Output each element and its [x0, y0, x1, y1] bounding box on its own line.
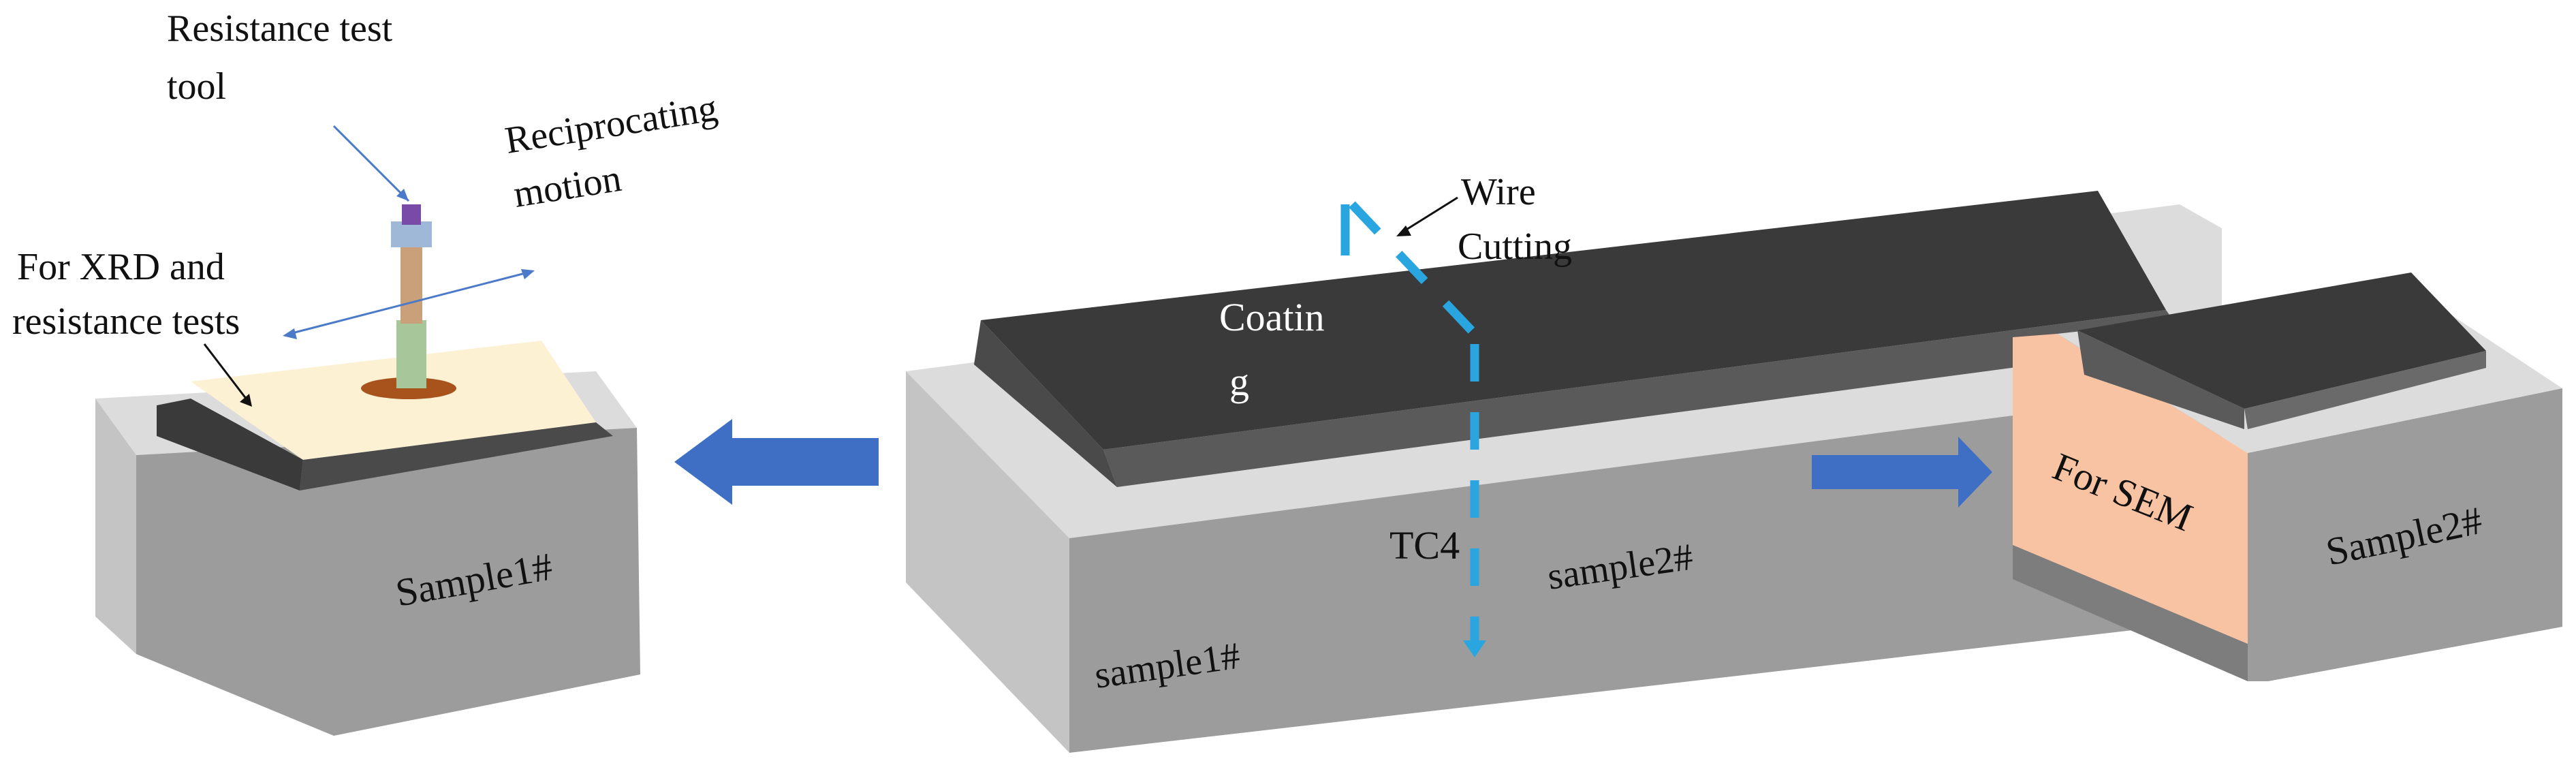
sample2-sem-face-upper [2013, 334, 2248, 463]
sample2-front-face [2248, 388, 2562, 681]
xrd-pointer-arrowhead [240, 394, 252, 407]
wire-cut-diagonal [1349, 201, 1478, 337]
wire-pointer-line [1402, 196, 1458, 233]
wire-pointer [1396, 196, 1458, 236]
sample1-block [95, 341, 640, 736]
sample1-left-face [95, 399, 136, 654]
wire-cut-arrowhead [1463, 640, 1486, 657]
sample2-coating-side [2077, 330, 2244, 429]
tool-collar [391, 221, 432, 247]
xrd-label-line2: resistance tests [12, 300, 240, 343]
reciprocating-label-line1: Reciprocating [502, 87, 720, 161]
reciprocating-arrow-line [289, 271, 529, 335]
tool-shaft [400, 245, 422, 324]
left-pointers [283, 125, 535, 339]
sample2-coating-front [2244, 351, 2486, 429]
sample1-front-face [136, 428, 640, 736]
tc4-label: TC4 [1389, 523, 1460, 567]
tool-head [402, 204, 421, 225]
coating-label-line1: Coatin [1219, 295, 1325, 339]
sample2-coating-top [2077, 272, 2486, 409]
xrd-test-area [191, 341, 596, 460]
resistance-test-tool [361, 204, 456, 399]
coating-label-line2: g [1229, 360, 1249, 404]
reciprocating-arrowhead-left [283, 328, 297, 339]
center-coating-top [981, 191, 2166, 450]
wire-cutting-label-line2: Cutting [1458, 225, 1572, 268]
left-process-arrow [674, 419, 879, 505]
resistance-tool-label-line1: Resistance test [167, 7, 393, 50]
tool-pointer-line [332, 125, 410, 202]
center-coating-front [1103, 310, 2190, 487]
reciprocating-label: Reciprocating motion [502, 87, 720, 216]
xrd-pointer-line [203, 343, 250, 403]
wire-cut-path [1340, 201, 1479, 647]
sample2-block [2013, 272, 2562, 681]
center-coating-left [974, 320, 1117, 487]
tool-base [396, 320, 426, 388]
xrd-label-line1: For XRD and [17, 246, 225, 288]
wire-cutting-label-line1: Wire [1461, 171, 1536, 213]
sample2-bottom-strip [2013, 545, 2248, 681]
wire-pointer-arrowhead [1396, 225, 1411, 236]
xrd-pointer [203, 343, 252, 407]
reciprocating-arrowhead-right [521, 269, 535, 279]
resistance-tool-label-line2: tool [167, 65, 226, 108]
coating-strip [157, 399, 303, 490]
coating-strip-bevel [300, 422, 613, 490]
right-process-arrow [1812, 437, 1992, 508]
tool-pointer-arrowhead [396, 189, 409, 201]
reciprocating-label-line2: motion [511, 157, 624, 216]
center-left-face [906, 371, 1069, 753]
